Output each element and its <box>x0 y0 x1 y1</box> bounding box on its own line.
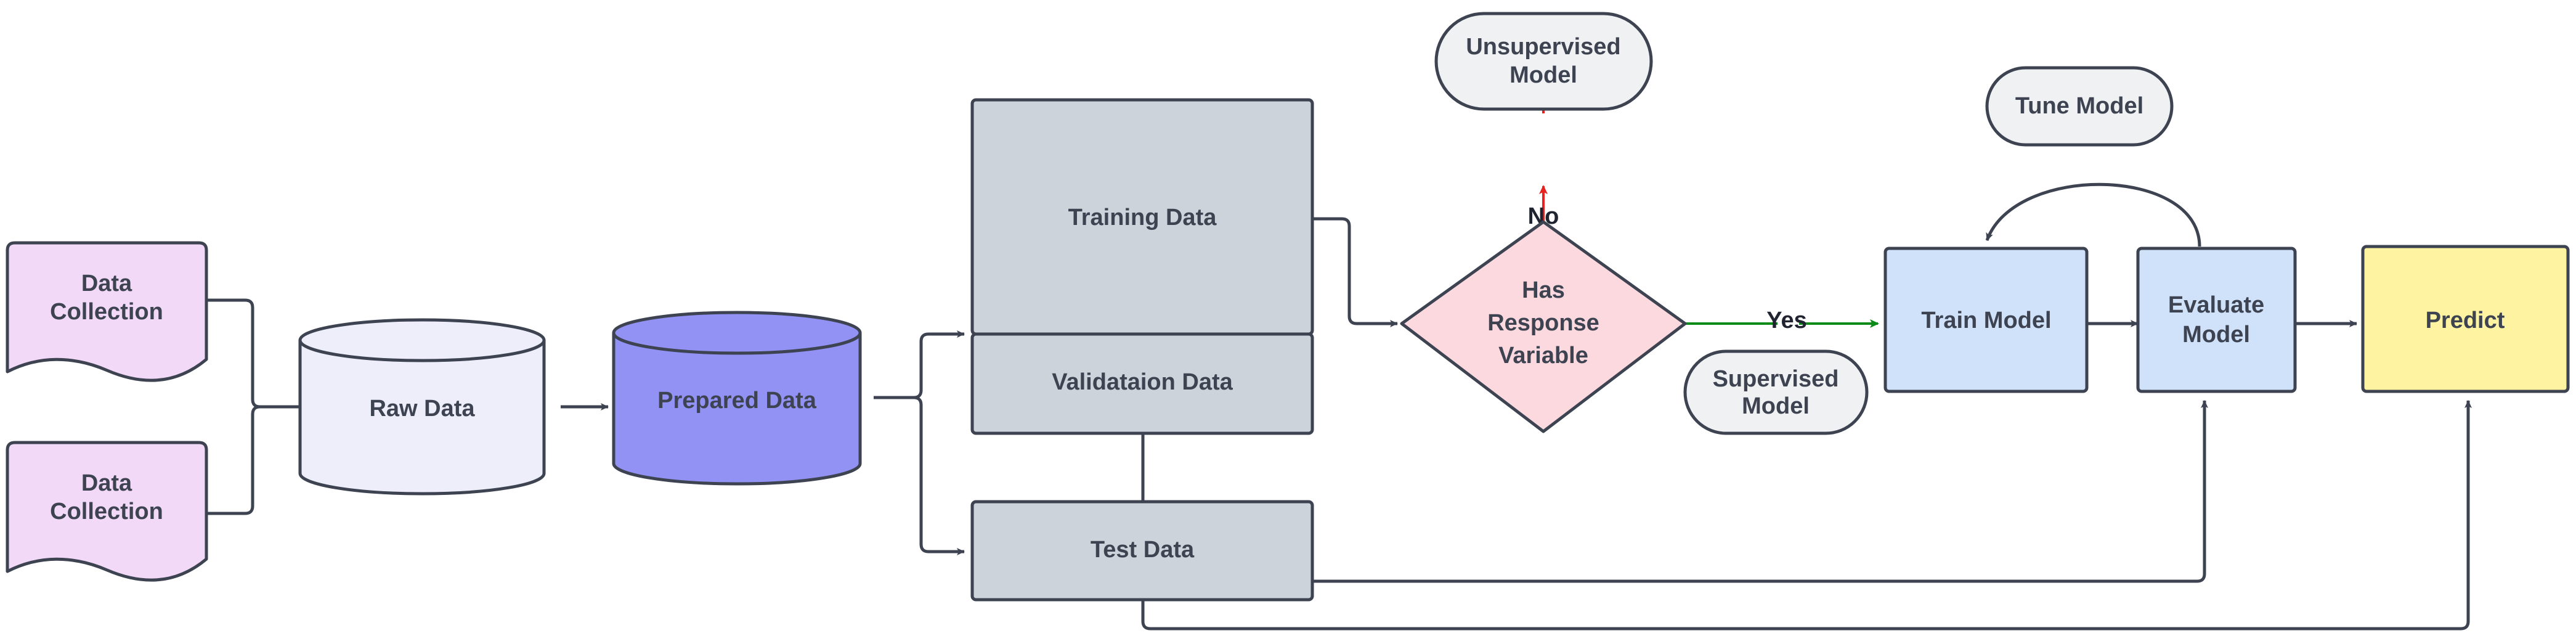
node-label-evaluate-model-line1: Evaluate <box>2168 292 2264 318</box>
node-supervised-model[interactable]: Supervised Model <box>1683 349 1869 435</box>
node-label-train-model: Train Model <box>1921 308 2051 333</box>
node-label-raw-data: Raw Data <box>369 396 475 422</box>
node-label-predict: Predict <box>2426 308 2505 333</box>
node-label-supervised-model-line2: Model <box>1742 393 1810 419</box>
edge-prepared-data-to-validation-data <box>874 330 965 399</box>
node-training-data[interactable]: Training Data <box>970 98 1314 336</box>
node-validation-data[interactable]: Validataion Data <box>970 332 1314 435</box>
node-unsupervised-model[interactable]: Unsupervised Model <box>1434 12 1653 111</box>
node-label-data-collection-1-line2: Collection <box>50 299 163 325</box>
edge-test-data-to-predict <box>1141 400 2472 631</box>
node-label-data-collection-2-line1: Data <box>81 470 132 496</box>
edge-evaluate-model-to-train-model-loop <box>1985 182 2201 247</box>
edge-training-data-to-decision <box>1312 217 1398 327</box>
node-label-decision-line2: Response <box>1487 310 1599 336</box>
node-train-model[interactable]: Train Model <box>1883 247 2089 393</box>
node-data-collection-2[interactable]: Data Collection <box>6 441 208 582</box>
node-label-decision-line3: Variable <box>1498 343 1588 369</box>
node-data-collection-1[interactable]: Data Collection <box>6 241 208 382</box>
node-raw-data[interactable]: Raw Data <box>298 318 546 496</box>
node-label-validation-data: Validataion Data <box>1052 369 1233 395</box>
node-label-data-collection-2-line2: Collection <box>50 499 163 525</box>
node-label-supervised-model-line1: Supervised <box>1713 366 1839 392</box>
node-label-training-data: Training Data <box>1068 205 1217 231</box>
edge-data-collection-2-to-raw-data <box>206 403 355 515</box>
node-test-data[interactable]: Test Data <box>970 500 1314 602</box>
node-prepared-data[interactable]: Prepared Data <box>612 311 862 486</box>
node-label-data-collection-1-line1: Data <box>81 271 132 296</box>
node-label-decision-line1: Has <box>1522 277 1565 303</box>
node-predict[interactable]: Predict <box>2361 245 2570 393</box>
node-label-unsupervised-model-line1: Unsupervised <box>1466 34 1620 60</box>
node-has-response-variable[interactable]: Has Response Variable <box>1400 220 1687 433</box>
node-label-test-data: Test Data <box>1091 537 1195 563</box>
node-evaluate-model[interactable]: Evaluate Model <box>2136 247 2297 393</box>
node-label-unsupervised-model-line2: Model <box>1509 62 1577 88</box>
node-label-tune-model: Tune Model <box>2015 93 2143 119</box>
edge-prepared-data-to-test-data <box>874 396 965 555</box>
node-tune-model[interactable]: Tune Model <box>1985 66 2174 147</box>
node-label-prepared-data: Prepared Data <box>657 388 817 414</box>
edge-label-yes: Yes <box>1766 308 1807 333</box>
node-label-evaluate-model-line2: Model <box>2182 322 2250 348</box>
